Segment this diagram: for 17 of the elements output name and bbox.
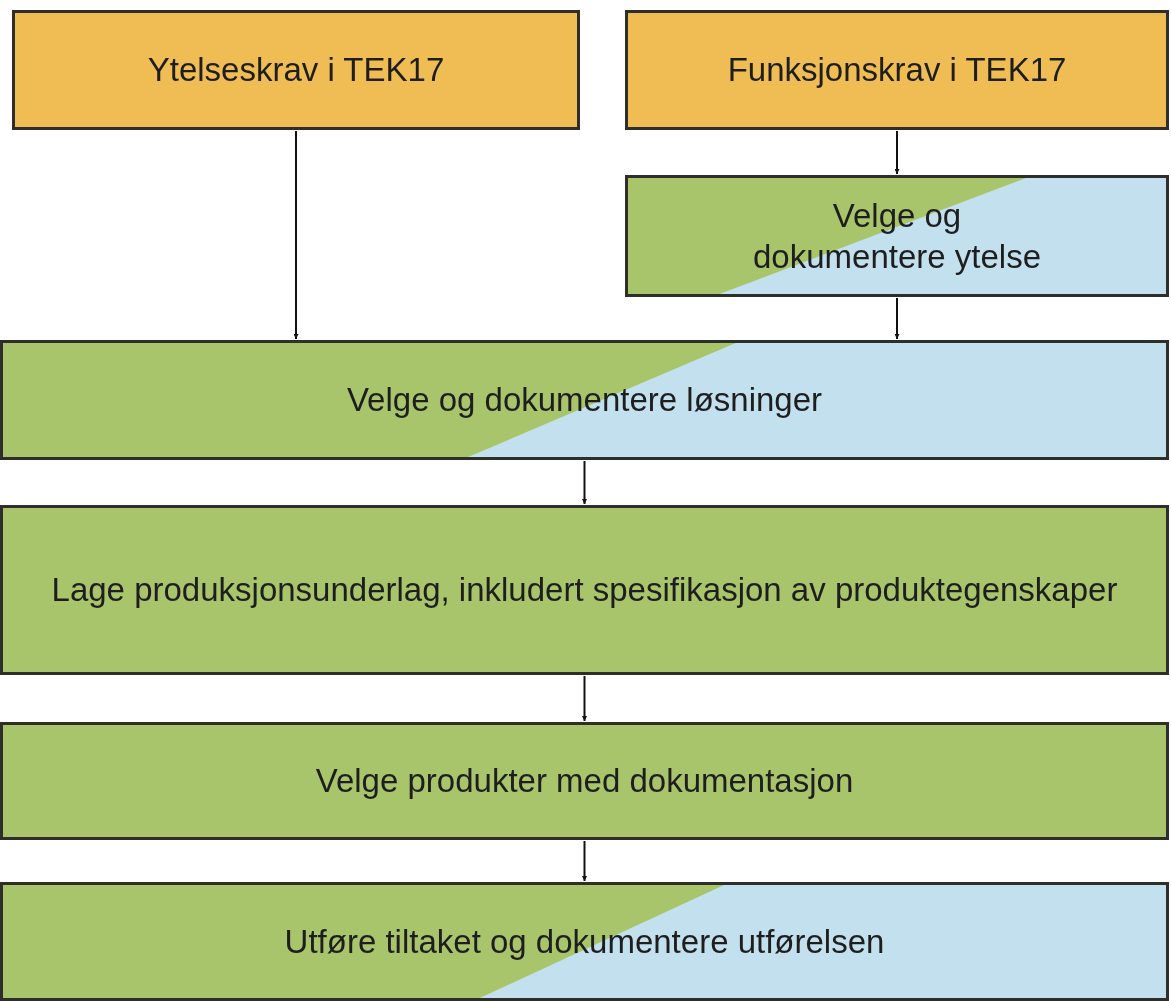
box-label: Ytelseskrav i TEK17 bbox=[146, 50, 446, 91]
arrow bbox=[582, 460, 587, 505]
box-label: Funksjonskrav i TEK17 bbox=[726, 50, 1068, 91]
arrow bbox=[293, 130, 299, 340]
process-box bbox=[0, 505, 1169, 675]
process-box bbox=[0, 340, 1169, 460]
arrow bbox=[582, 840, 587, 882]
process-box bbox=[12, 10, 580, 130]
process-box bbox=[0, 722, 1169, 840]
box-label: Velge produkter med dokumentasjon bbox=[314, 761, 855, 802]
process-box bbox=[625, 10, 1169, 130]
box-label: Lage produksjonsunderlag, inkludert spesifikasjon av produktegenskaper bbox=[50, 570, 1119, 611]
arrow bbox=[894, 130, 900, 175]
arrow bbox=[894, 297, 900, 340]
process-box bbox=[0, 882, 1169, 1001]
process-box bbox=[625, 175, 1169, 297]
arrow bbox=[582, 675, 587, 722]
